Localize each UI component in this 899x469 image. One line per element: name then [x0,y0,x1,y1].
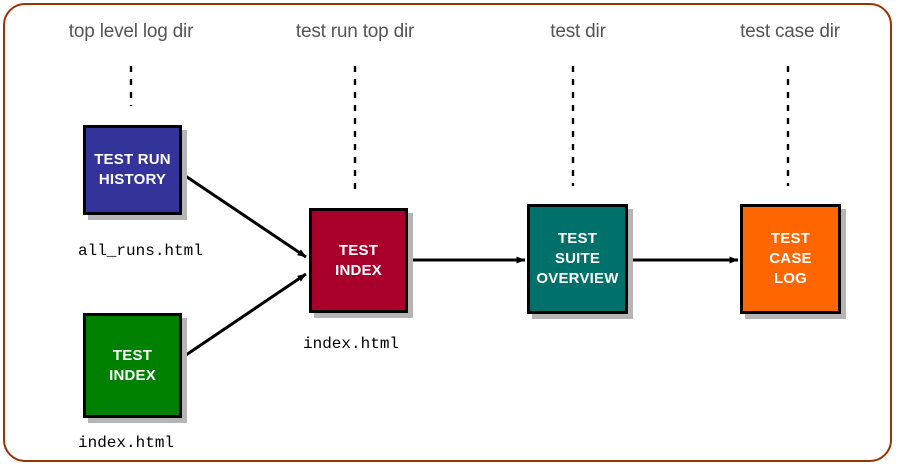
file-label-index-html-red: index.html [303,335,400,353]
node-test-index-green-line-2: INDEX [109,366,156,384]
node-test-case-log-line-2: CASE [769,250,812,268]
column-header-test-case-dir: test case dir [740,21,840,42]
node-test-case-log-line-3: LOG [773,269,808,287]
node-test-index-red-line-2: INDEX [335,261,382,279]
file-label-index-html-green: index.html [78,434,175,452]
file-label-all-runs-html: all_runs.html [78,242,203,260]
node-test-index-green-line-1: TEST [112,346,153,364]
node-test-index-red-line-1: TEST [338,241,379,259]
column-header-top-level-log-dir: top level log dir [68,21,194,42]
column-header-test-dir: test dir [550,21,606,42]
node-test-run-history[interactable]: TEST RUN HISTORY [83,125,182,215]
arrow-green-index-to-index [182,272,307,359]
node-test-suite-overview-line-1: TEST [557,230,598,248]
node-test-case-log[interactable]: TEST CASE LOG [740,204,841,314]
node-test-run-history-line-1: TEST RUN [94,151,171,169]
node-test-suite-overview-line-3: OVERVIEW [536,269,619,287]
node-test-suite-overview[interactable]: TEST SUITE OVERVIEW [527,204,628,314]
arrow-history-to-index [180,171,307,259]
node-test-suite-overview-line-2: SUITE [554,250,601,268]
node-test-index-red[interactable]: TEST INDEX [309,208,408,313]
column-header-test-run-top-dir: test run top dir [295,21,415,42]
node-test-run-history-line-2: HISTORY [98,171,167,188]
node-test-case-log-line-1: TEST [770,230,811,248]
node-test-index-green[interactable]: TEST INDEX [83,313,182,418]
